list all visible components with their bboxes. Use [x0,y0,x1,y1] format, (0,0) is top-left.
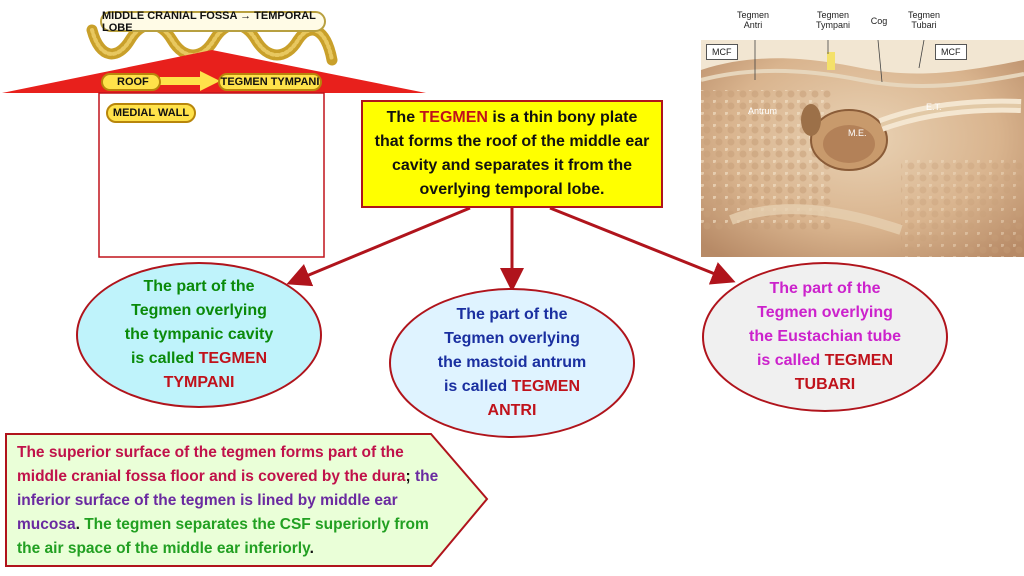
temporal-bone-photo [701,40,1024,257]
bottom-part1: The superior surface of the tegmen forms… [17,444,406,485]
definition-prefix: The [386,109,420,126]
definition-rest: is a thin bony plate that forms the roof… [374,109,650,198]
bottom-sep3: . [309,540,314,557]
label-me: M.E. [848,128,867,138]
oval-tegmen-antri: The part of the Tegmen overlying the mas… [389,288,635,438]
roof-label: ROOF [101,73,161,91]
bottom-sep1: ; [405,468,411,485]
bottom-part3: The tegmen separates the CSF superiorly … [17,516,429,557]
arrow-to-tubari [549,206,736,285]
arrow-to-tympani [286,206,471,287]
oval-tubari-highlight: TEGMEN TUBARI [794,352,894,393]
oval-antri-text: The part of the Tegmen overlying the mas… [437,306,587,395]
medial-wall-label: MEDIAL WALL [106,103,196,123]
label-antrum: Antrum [748,106,778,116]
label-et: E.T. [926,102,942,112]
bottom-description: The superior surface of the tegmen forms… [17,441,447,561]
oval-tegmen-tubari: The part of the Tegmen overlying the Eus… [702,262,948,412]
oval-tegmen-tympani: The part of the Tegmen overlying the tym… [76,262,322,408]
tegmen-definition-box: The TEGMEN is a thin bony plate that for… [361,100,663,208]
label-tegmen-antri: Tegmen Antri [736,10,770,30]
label-tegmen-tympani: Tegmen Tympani [815,10,850,30]
label-tegmen-tubari: Tegmen Tubari [907,10,941,30]
label-mcf-right: MCF [935,44,967,60]
oval-antri-highlight: TEGMEN ANTRI [487,378,581,419]
definition-highlight: TEGMEN [419,109,488,126]
label-mcf-left: MCF [706,44,738,60]
middle-cranial-fossa-label: MIDDLE CRANIAL FOSSA → TEMPORAL LOBE [100,10,326,34]
oval-tubari-text: The part of the Tegmen overlying the Eus… [748,280,902,369]
bottom-part2: the inferior surface of the tegmen is li… [17,468,439,533]
bottom-sep2: . [75,516,80,533]
label-cog: Cog [870,16,888,26]
tegmen-tympani-label: TEGMEN TYMPANI [218,73,322,91]
oval-tympani-highlight: TEGMEN TYMPANI [163,350,268,391]
oval-tympani-text: The part of the Tegmen overlying the tym… [124,278,274,367]
